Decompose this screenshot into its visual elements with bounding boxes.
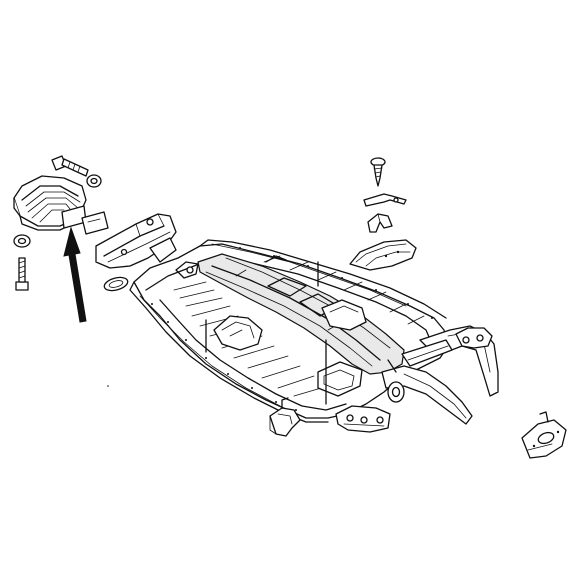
bushing-icon — [387, 381, 405, 403]
mount-assembly — [13, 155, 109, 323]
bracket-icon — [367, 213, 393, 233]
bracket-icon — [269, 397, 301, 437]
bolt-icon — [15, 257, 29, 291]
gasket-icon — [61, 205, 109, 235]
arrow-up-icon — [63, 226, 87, 323]
rear-subframe — [335, 325, 499, 433]
washer-icon — [13, 234, 31, 248]
washer-icon — [86, 174, 102, 188]
screw-icon — [370, 157, 386, 187]
bushing-icon — [103, 276, 129, 292]
bolt-icon — [51, 155, 89, 177]
bracket-icon — [521, 411, 567, 459]
floor-pan-icon — [95, 213, 449, 423]
clip-icon — [363, 193, 407, 207]
heat-shield-icon — [349, 239, 417, 271]
